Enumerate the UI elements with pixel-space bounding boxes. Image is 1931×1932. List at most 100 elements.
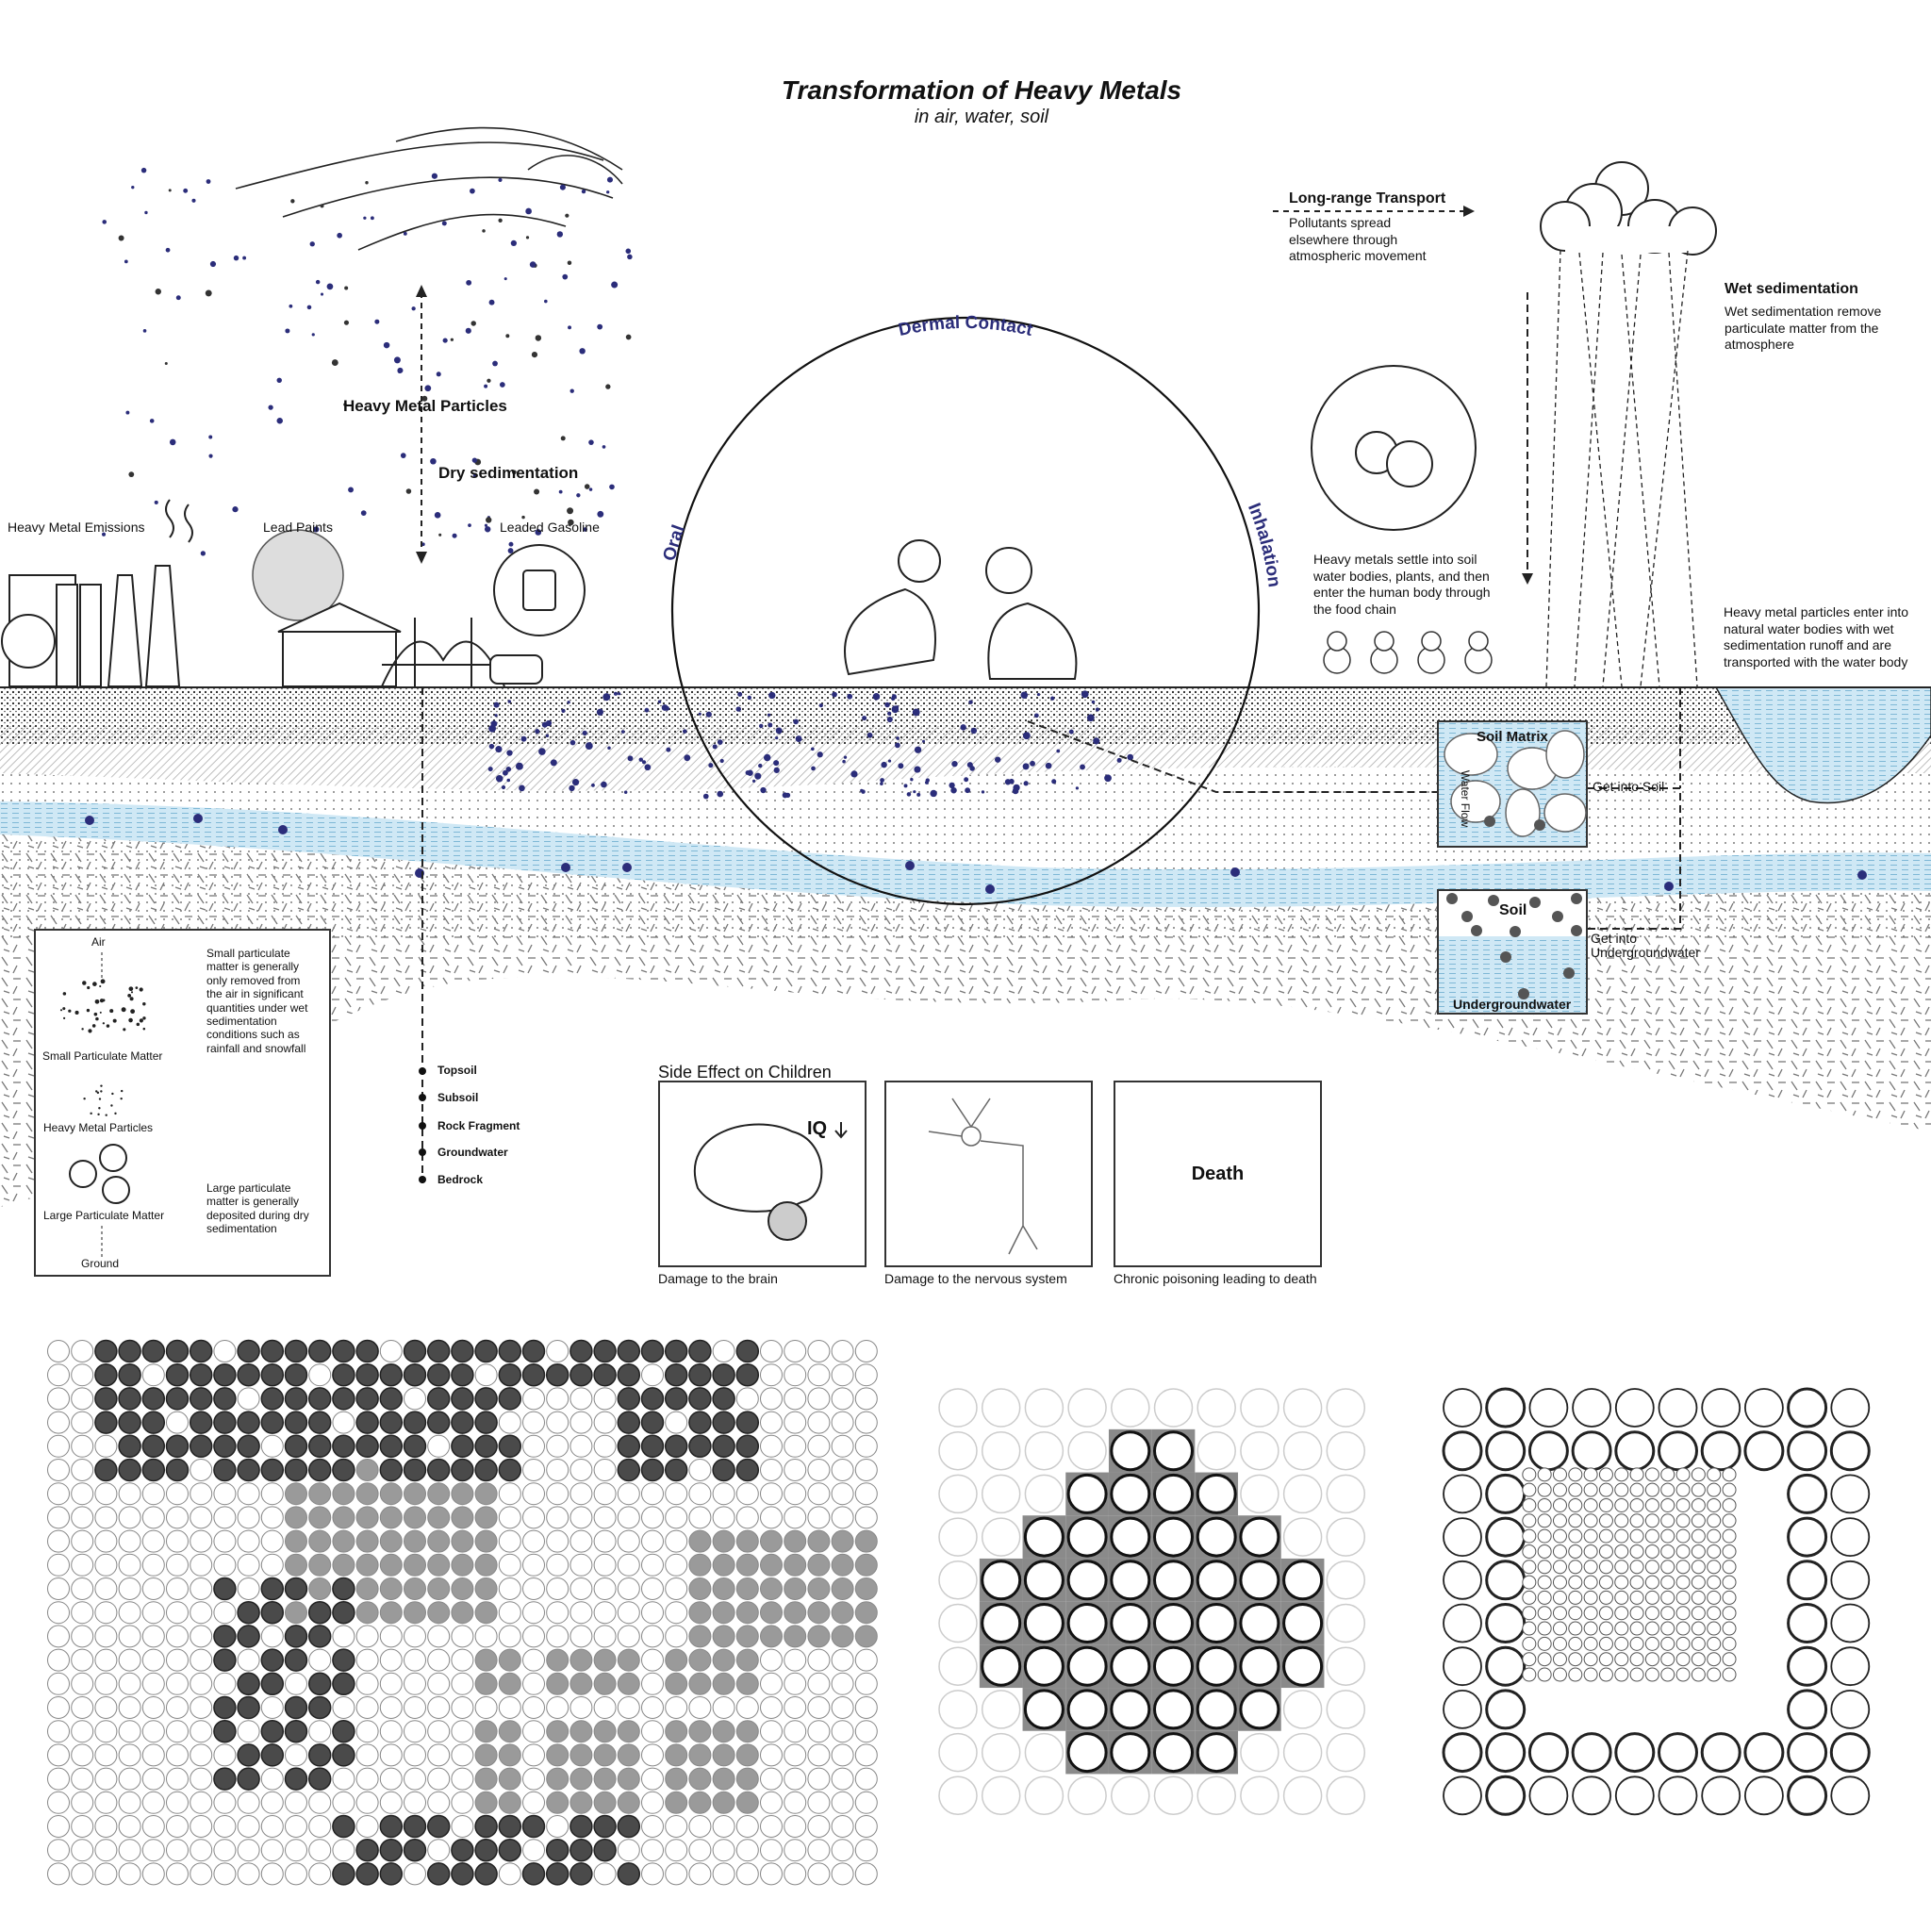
grid-cell <box>712 1458 735 1482</box>
particle-dot <box>818 703 823 708</box>
grid-cell <box>641 1815 664 1838</box>
grid-cell <box>332 1743 355 1767</box>
grid-cell <box>71 1862 94 1886</box>
particle-dot <box>468 523 471 527</box>
grid-small-cell <box>1722 1667 1737 1682</box>
grid-cell <box>474 1529 498 1553</box>
grid-cell <box>938 1732 978 1773</box>
grid-cell <box>1485 1775 1527 1816</box>
grid-cell <box>284 1625 308 1648</box>
particle-dot <box>208 454 213 458</box>
grid-cell <box>784 1720 807 1743</box>
grid-cell <box>166 1696 189 1719</box>
grid-small-cell <box>1614 1590 1629 1605</box>
grid-small-cell <box>1568 1513 1583 1528</box>
grid-cell <box>165 1458 190 1482</box>
particle-dot <box>597 510 604 518</box>
particle-dot <box>1004 779 1012 785</box>
particle-dot <box>506 750 513 756</box>
legend-particle <box>100 1090 103 1093</box>
grid-cell <box>213 1362 237 1387</box>
grid-cell <box>546 1720 569 1743</box>
grid-cell <box>94 1339 118 1363</box>
grid-small-cell <box>1583 1513 1598 1528</box>
particle-dot <box>495 746 503 753</box>
layer-topsoil: Topsoil <box>437 1064 477 1077</box>
grid-small-cell <box>1537 1606 1552 1621</box>
grid-small-cell <box>1614 1667 1629 1682</box>
grid-cell <box>213 1411 237 1434</box>
particle-dot <box>625 334 632 340</box>
water-body-text: Heavy metal particles enter into natural… <box>1724 604 1909 669</box>
grid-cell <box>735 1339 760 1363</box>
grid-cell <box>712 1434 735 1459</box>
grid-small-cell <box>1614 1606 1629 1621</box>
water-body <box>1714 686 1931 804</box>
grid-small-cell <box>1522 1482 1537 1497</box>
grid-cell <box>404 1553 426 1577</box>
grid-cell <box>569 1411 593 1434</box>
grid-cell <box>1830 1474 1871 1514</box>
grid-cell <box>1282 1603 1324 1643</box>
grid-small-cell <box>1707 1528 1722 1544</box>
grid-cell <box>498 1553 521 1577</box>
grid-cell <box>1326 1517 1366 1557</box>
grid-cell <box>284 1434 308 1459</box>
grid-cell <box>807 1577 831 1600</box>
grid-cell <box>427 1577 451 1600</box>
grid-cell <box>1701 1388 1741 1428</box>
grid-small-cell <box>1568 1497 1583 1512</box>
grid-cell <box>355 1434 379 1459</box>
particle-dot <box>168 189 172 192</box>
grid-cell <box>1282 1732 1323 1773</box>
grid-cell <box>521 1339 546 1363</box>
grid-small-cell <box>1644 1590 1659 1605</box>
grid-cell <box>688 1696 712 1719</box>
particle-dot <box>763 753 771 762</box>
grid-cell <box>784 1648 807 1672</box>
grid-small-cell <box>1598 1560 1613 1575</box>
particle-dot <box>576 493 581 498</box>
particle-dot <box>970 727 978 735</box>
inhalation-label: Inhalation <box>1244 501 1284 588</box>
particle-dot <box>488 299 495 305</box>
grid-cell <box>260 1767 284 1791</box>
grid-cell <box>213 1767 237 1791</box>
long-range-transport-title: Long-range Transport <box>1289 190 1446 206</box>
grid-cell <box>831 1529 854 1553</box>
grid-cell <box>522 1696 545 1719</box>
grid-small-cell <box>1675 1575 1691 1590</box>
grid-cell <box>308 1791 332 1814</box>
grid-cell <box>522 1672 545 1695</box>
grid-cell <box>213 1577 237 1601</box>
house-icon <box>277 602 402 687</box>
particle-dot <box>441 221 447 226</box>
layer-marker-dot <box>419 1094 426 1101</box>
grid-cell <box>760 1672 783 1695</box>
particle-dot <box>666 747 671 752</box>
grid-cell <box>237 1411 260 1434</box>
particle-dot <box>850 770 858 778</box>
particle-dot <box>343 403 347 406</box>
grid-cell <box>71 1720 94 1743</box>
grid-small-cell <box>1675 1497 1691 1512</box>
grid-cell <box>1787 1689 1828 1730</box>
caption-death: Chronic poisoning leading to death <box>1114 1271 1317 1286</box>
grid-cell <box>854 1506 878 1529</box>
particle-dot <box>712 744 718 750</box>
get-into-undergroundwater-label: Get into Undergroundwater <box>1591 931 1700 960</box>
grid-cell <box>807 1434 831 1458</box>
grid-cell <box>593 1459 617 1481</box>
grid-cell <box>981 1732 1021 1773</box>
grid-cell <box>474 1720 498 1743</box>
lead-paint-texture-icon <box>252 529 344 621</box>
grid-cell <box>474 1434 498 1459</box>
grid-cell <box>71 1529 94 1553</box>
grid-cell <box>1326 1775 1366 1816</box>
grid-cell <box>308 1506 332 1529</box>
grid-cell <box>332 1791 355 1814</box>
grid-small-cell <box>1583 1575 1598 1590</box>
grid-cell <box>118 1387 141 1411</box>
grid-cell <box>1024 1474 1065 1514</box>
grid-cell <box>94 1553 118 1577</box>
